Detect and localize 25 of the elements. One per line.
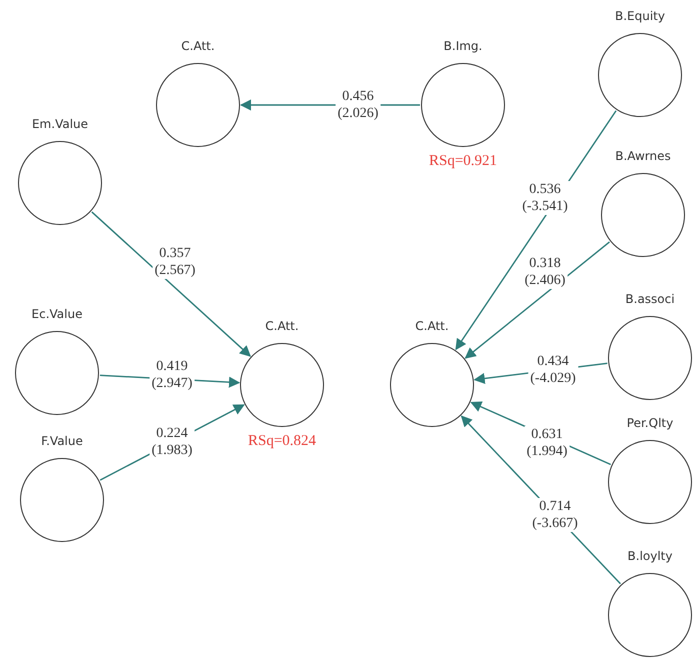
r-squared-value: RSq=0.824 [248,433,316,450]
path-coefficient: 0.456 (2.026) [336,88,380,122]
variable-name: B.Img. [444,39,482,53]
variable-name: B.loylty [628,549,672,563]
path-coefficient: 0.224 (1.983) [150,425,194,459]
variable-name: Per.Qlty [626,416,674,430]
variable-name: F.Value [41,434,83,448]
path-coefficient: 0.536 (-3.541) [520,181,570,215]
variable-name: Em.Value [32,117,88,131]
variable-name: C.Att. [181,39,215,53]
variable-name: B.associ [625,292,675,306]
path-coefficient: 0.419 (2.947) [150,358,194,392]
path-coefficient: 0.434 (-4.029) [528,353,578,387]
variable-name: C.Att. [265,319,299,333]
variable-name: B.Equity [615,9,665,23]
path-coefficient: 0.631 (1.994) [524,426,570,460]
variable-name: C.Att. [415,319,449,333]
path-coefficient: 0.318 (2.406) [522,255,568,289]
variable-name: B.Awrnes [615,149,671,163]
variable-name: Ec.Value [32,307,82,321]
path-arrow [91,211,252,357]
path-coefficient: 0.714 (-3.667) [530,498,580,532]
path-arrow [464,241,610,359]
path-coefficient: 0.357 (2.567) [152,245,198,279]
r-squared-value: RSq=0.921 [428,153,498,170]
